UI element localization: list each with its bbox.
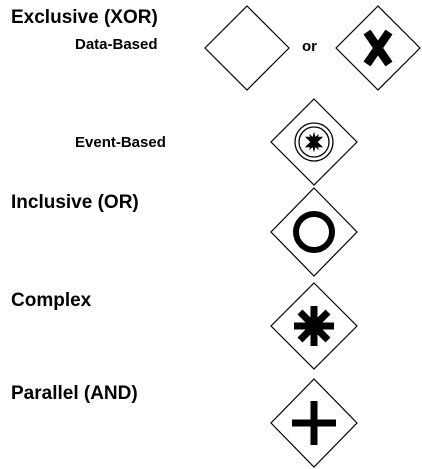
event-based-label: Event-Based: [75, 134, 166, 151]
circle-icon: [293, 211, 335, 253]
data-based-label: Data-Based: [75, 36, 158, 53]
exclusive-label: Exclusive (XOR): [11, 7, 158, 28]
complex-label: Complex: [11, 290, 92, 311]
parallel-label: Parallel (AND): [11, 383, 138, 404]
complex-gateway: [270, 282, 358, 370]
or-label: or: [302, 38, 317, 55]
x-mark-icon: [363, 29, 393, 67]
exclusive-marked-gateway: [335, 5, 421, 91]
plus-icon: [292, 401, 336, 445]
asterisk-icon: [294, 306, 334, 346]
event-based-gateway: [270, 98, 358, 186]
parallel-gateway: [270, 378, 358, 468]
inclusive-label: Inclusive (OR): [11, 192, 139, 213]
inclusive-gateway: [270, 187, 358, 277]
double-circle-star-icon: [294, 122, 334, 162]
exclusive-plain-gateway: [204, 5, 290, 91]
